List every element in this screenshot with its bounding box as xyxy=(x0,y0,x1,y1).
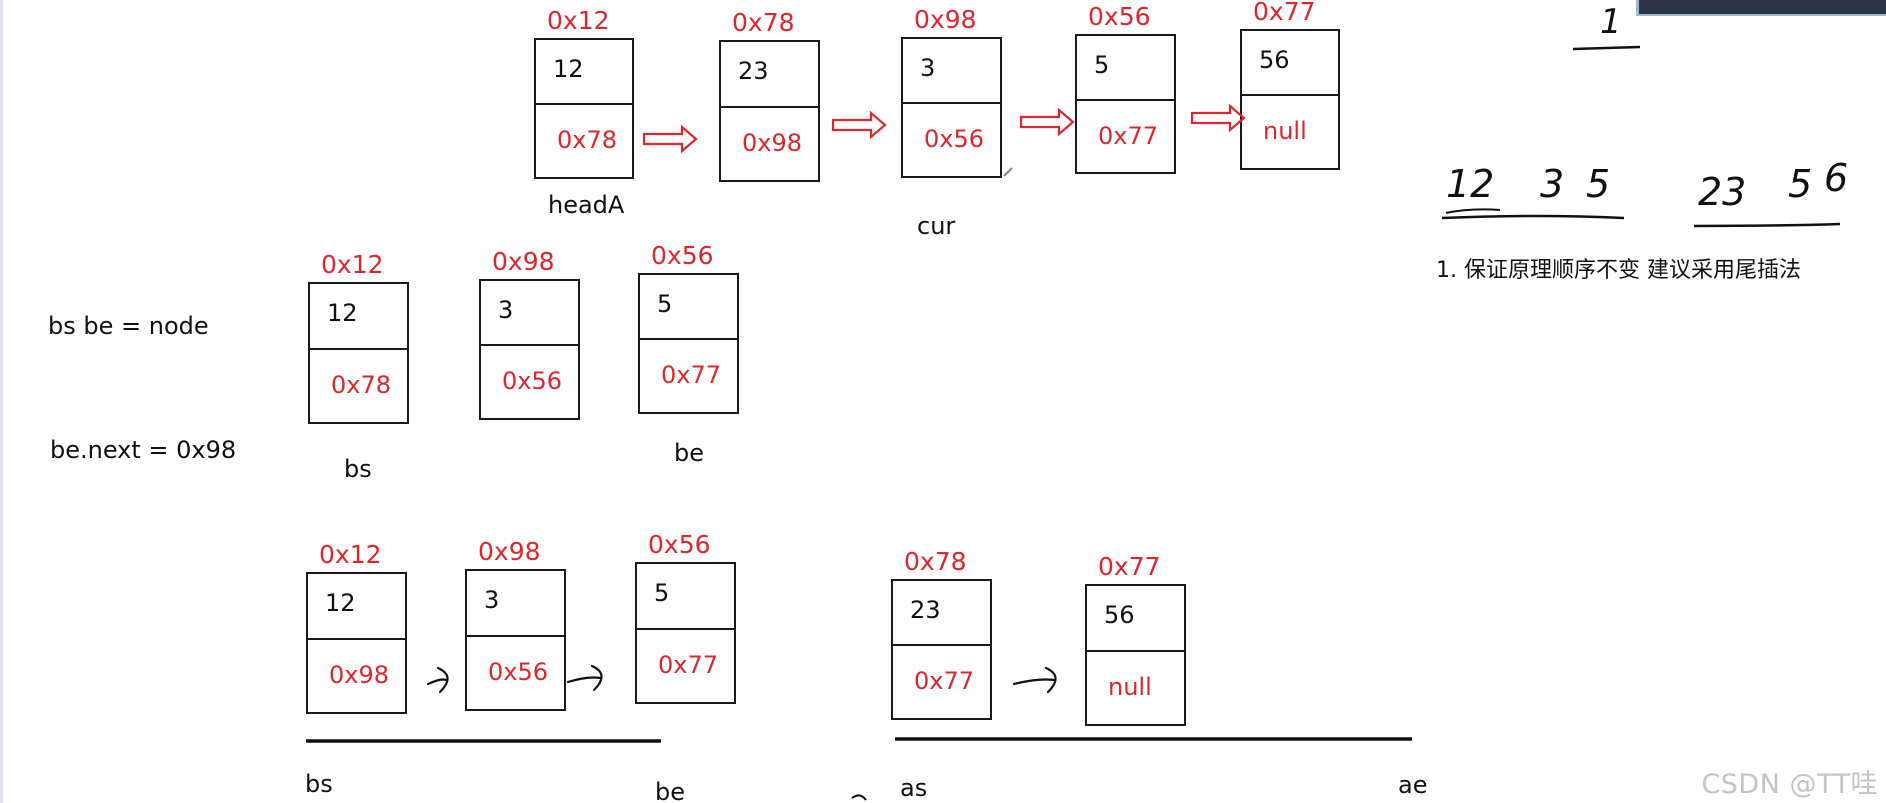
row2-node-3-next: 0x77 xyxy=(661,361,721,389)
handwritten-5b: 5 xyxy=(1788,162,1813,206)
row1-node-4-next: 0x77 xyxy=(1098,122,1158,150)
row1-node-5-box xyxy=(1240,29,1340,170)
row1-node-4-box xyxy=(1075,34,1176,174)
row1-node-1-box xyxy=(534,38,634,179)
row1-node-4-address: 0x56 xyxy=(1088,2,1151,31)
row1-arrow-1 xyxy=(642,124,698,154)
row2-node-3-box xyxy=(638,273,739,414)
row1-node-3-address: 0x98 xyxy=(914,5,977,34)
hand-underline-2 xyxy=(1441,214,1625,220)
row3-label-be: be xyxy=(655,778,685,803)
row2-label-bs: bs xyxy=(344,455,372,483)
row1-arrow-4 xyxy=(1190,103,1246,133)
row1-node-5-address: 0x77 xyxy=(1253,0,1316,26)
row3-after-node-2-next: null xyxy=(1108,673,1152,701)
row1-node-2-box xyxy=(719,40,820,182)
handwritten-23: 23 xyxy=(1698,170,1747,214)
row3-after-node-1-next: 0x77 xyxy=(914,667,974,695)
row2-node-1-address: 0x12 xyxy=(321,250,384,279)
row1-node-4-value: 5 xyxy=(1094,51,1109,79)
row1-node-1-address: 0x12 xyxy=(547,6,610,35)
row1-node-2-address: 0x78 xyxy=(732,8,795,37)
hand-underline-3 xyxy=(1445,208,1501,214)
row3-arrow-3 xyxy=(1012,666,1057,694)
row2-node-2-next: 0x56 xyxy=(502,367,562,395)
stray-stroke xyxy=(851,794,867,801)
row2-node-1-value: 12 xyxy=(327,299,358,327)
tail-insert-note: 1. 保证原理顺序不变 建议采用尾插法 xyxy=(1436,258,1801,283)
row1-node-5-value: 56 xyxy=(1259,46,1290,74)
row1-node-5-next: null xyxy=(1263,117,1307,145)
row3-after-node-2-address: 0x77 xyxy=(1098,552,1161,581)
row1-node-3-box xyxy=(901,37,1002,178)
row1-label-headA: headA xyxy=(548,191,625,219)
watermark: CSDN @TT哇 xyxy=(1701,769,1878,800)
handwritten-1: 1 xyxy=(1600,2,1622,42)
row3-label-bs: bs xyxy=(305,770,333,798)
handwritten-5: 5 xyxy=(1586,162,1611,206)
row2-label-be: be xyxy=(674,439,704,467)
row3-after-node-2-box xyxy=(1085,584,1186,726)
row3-before-node-2-next: 0x56 xyxy=(488,658,548,686)
page-edge-rule xyxy=(0,0,3,803)
row3-before-node-2-box xyxy=(465,569,566,711)
row1-label-cur: cur xyxy=(917,212,955,240)
handwritten-12: 12 xyxy=(1446,162,1495,206)
row3-arrow-2 xyxy=(566,664,603,692)
handwritten-3: 3 xyxy=(1540,162,1565,206)
row3-before-node-1-address: 0x12 xyxy=(319,540,382,569)
row3-before-node-1-next: 0x98 xyxy=(329,661,389,689)
row1-node-3-value: 3 xyxy=(920,54,935,82)
row2-node-1-next: 0x78 xyxy=(331,371,391,399)
row1-node-2-next: 0x98 xyxy=(742,129,802,157)
row1-node-3-next: 0x56 xyxy=(924,125,984,153)
note-bs-be-node: bs be = node xyxy=(48,312,209,340)
row3-before-node-3-next: 0x77 xyxy=(658,651,718,679)
row3-label-as: as xyxy=(900,774,927,802)
row1-node-1-next: 0x78 xyxy=(557,126,617,154)
pen-cursor xyxy=(1003,167,1013,177)
webcam-overlay xyxy=(1636,0,1886,16)
row1-arrow-3 xyxy=(1019,107,1075,137)
row3-before-node-3-address: 0x56 xyxy=(648,530,711,559)
row2-node-3-value: 5 xyxy=(657,290,672,318)
row3-after-node-1-box xyxy=(891,579,992,720)
row3-before-node-1-box xyxy=(306,572,407,714)
row1-node-1-value: 12 xyxy=(553,55,584,83)
row3-arrow-1 xyxy=(426,666,449,694)
row2-node-1-box xyxy=(308,282,409,424)
note-be-next: be.next = 0x98 xyxy=(50,436,236,464)
row3-before-node-1-value: 12 xyxy=(325,589,356,617)
hand-underline-1 xyxy=(1572,45,1641,51)
row3-after-node-2-value: 56 xyxy=(1104,601,1135,629)
row1-node-2-value: 23 xyxy=(738,57,769,85)
row3-before-node-2-value: 3 xyxy=(484,586,499,614)
row2-node-2-box xyxy=(479,279,580,420)
row2-node-2-value: 3 xyxy=(498,296,513,324)
row3-before-node-2-address: 0x98 xyxy=(478,537,541,566)
handwritten-6: 6 xyxy=(1824,156,1849,200)
row2-node-3-address: 0x56 xyxy=(651,241,714,270)
row1-arrow-2 xyxy=(831,110,887,140)
row3-label-ae: ae xyxy=(1398,771,1427,799)
row3-after-node-1-address: 0x78 xyxy=(904,547,967,576)
row3-before-node-3-value: 5 xyxy=(654,579,669,607)
row2-node-2-address: 0x98 xyxy=(492,247,555,276)
row3-before-node-3-box xyxy=(635,562,736,704)
row3-after-node-1-value: 23 xyxy=(910,596,941,624)
hand-underline-4 xyxy=(1693,222,1841,228)
